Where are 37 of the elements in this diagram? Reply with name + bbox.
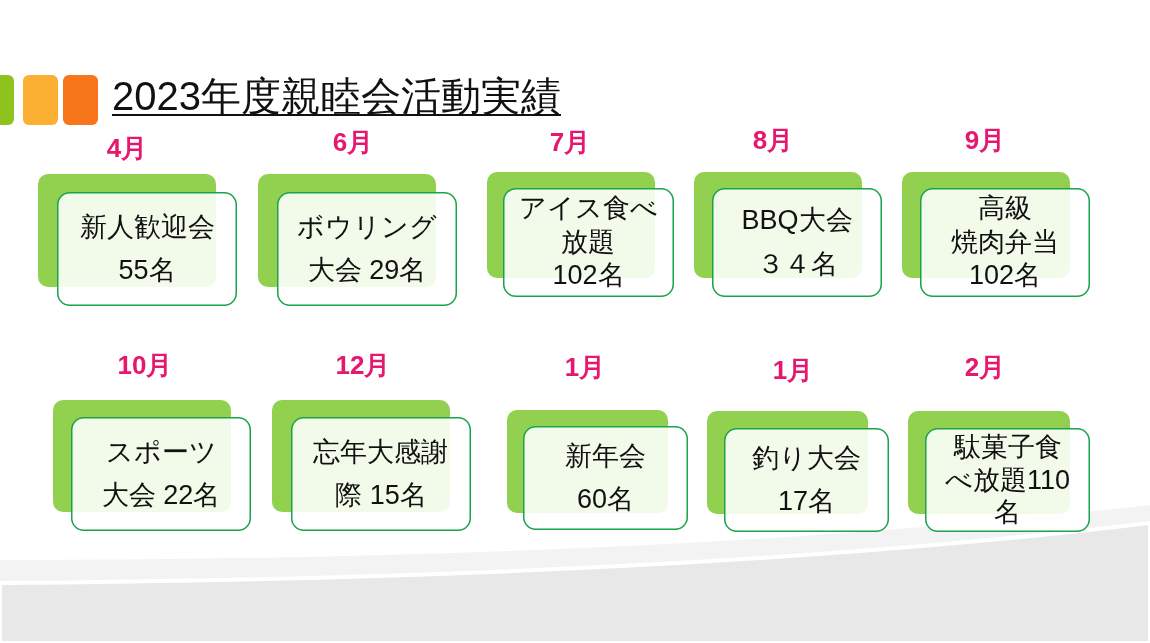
event-text: 新人歓迎会 xyxy=(79,210,215,244)
event-card xyxy=(694,172,882,297)
month-label: 1月 xyxy=(772,357,814,383)
attendee-count: 102名 xyxy=(552,259,625,293)
attendee-count: 17名 xyxy=(777,485,835,518)
attendee-count: 55名 xyxy=(118,254,176,287)
event-text: スポーツ大会 22名 xyxy=(100,435,222,512)
month-label: 12月 xyxy=(335,352,391,378)
event-card xyxy=(507,410,688,530)
event-card xyxy=(272,400,471,531)
month-label: 8月 xyxy=(752,127,794,153)
event-text: 新年会 xyxy=(565,439,646,473)
event-text: BBQ大会 xyxy=(741,204,853,238)
month-label: 9月 xyxy=(964,127,1006,153)
event-text: 釣り大会 xyxy=(752,441,861,475)
event-card xyxy=(487,172,674,297)
month-label: 4月 xyxy=(106,135,148,161)
attendee-count: 102名 xyxy=(968,259,1042,293)
month-label: 7月 xyxy=(549,129,591,155)
month-label: 2月 xyxy=(964,354,1006,380)
event-text: ボウリング大会 29名 xyxy=(296,210,438,287)
event-card xyxy=(53,400,251,531)
event-text: 高級焼肉弁当 xyxy=(951,191,1059,259)
event-text: 駄菓子食べ放題110名 xyxy=(943,430,1071,530)
month-label: 10月 xyxy=(117,352,173,378)
month-label: 6月 xyxy=(332,129,374,155)
attendee-count: 60名 xyxy=(576,483,634,516)
event-card xyxy=(902,172,1090,297)
event-text: アイス食べ放題 xyxy=(518,191,659,259)
attendee-count: ３４名 xyxy=(756,247,838,281)
title: 2023年度親睦会活動実績 xyxy=(112,73,561,120)
event-card xyxy=(258,174,457,306)
event-card xyxy=(707,411,889,532)
event-text: 忘年大感謝際 15名 xyxy=(312,435,450,512)
event-card xyxy=(38,174,237,306)
month-label: 1月 xyxy=(564,354,606,380)
event-card xyxy=(908,411,1090,532)
